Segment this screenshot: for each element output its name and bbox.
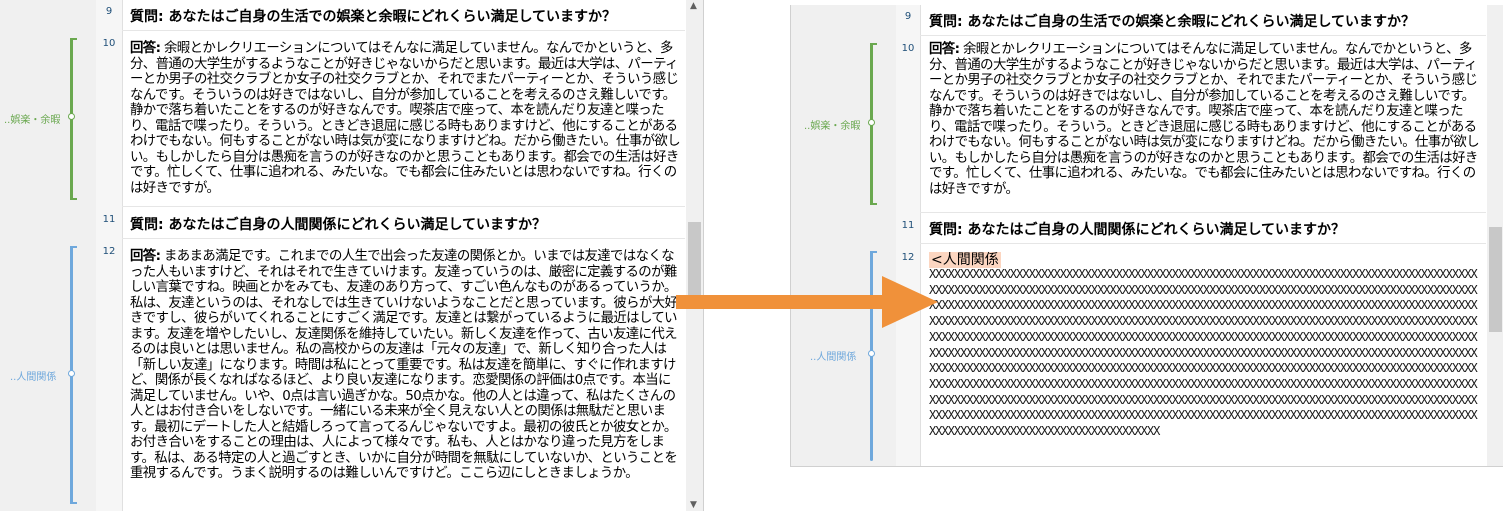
- code-stripe-bottom: [70, 502, 77, 504]
- question-11: 質問: あなたはご自身の人間関係にどれくらい満足していますか？: [130, 217, 547, 233]
- code-stripe-bottom: [70, 198, 77, 200]
- original-document-panel: 9 10 11 12 ..娯楽・余暇 ..人間関係 質問: あなたはご自身の生活…: [0, 0, 704, 511]
- answer-10: 回答: 余暇とかレクリエーションについてはそんなに満足していません。なんでかとい…: [130, 41, 681, 196]
- code-stripe-top: [870, 251, 877, 253]
- coding-stripe-area: [0, 0, 96, 511]
- line-number-gutter: [96, 0, 123, 511]
- code-tag-inline: <人間関係: [929, 252, 1001, 268]
- code-label-leisure[interactable]: ..娯楽・余暇: [804, 121, 861, 132]
- row-divider: [122, 30, 685, 31]
- code-stripe-top: [70, 246, 77, 248]
- code-label-leisure[interactable]: ..娯楽・余暇: [4, 115, 61, 126]
- line-number: 11: [102, 214, 116, 225]
- code-node-icon[interactable]: [868, 119, 875, 126]
- line-number: 12: [102, 246, 116, 257]
- code-label-relations[interactable]: ..人間関係: [810, 352, 857, 363]
- row-divider: [920, 35, 1486, 36]
- scroll-down-icon[interactable]: ▼: [690, 500, 697, 510]
- line-number: 11: [901, 220, 915, 231]
- code-stripe-top: [870, 43, 877, 45]
- scrollbar-thumb[interactable]: [1489, 227, 1502, 332]
- question-9: 質問: あなたはご自身の生活での娯楽と余暇にどれくらい満足していますか？: [130, 9, 617, 25]
- question-9: 質問: あなたはご自身の生活での娯楽と余暇にどれくらい満足していますか？: [929, 14, 1416, 30]
- row-divider: [122, 206, 685, 207]
- question-11: 質問: あなたはご自身の人間関係にどれくらい満足していますか？: [929, 222, 1346, 238]
- line-number: 12: [901, 252, 915, 263]
- line-number: 9: [105, 6, 113, 17]
- row-divider: [920, 212, 1486, 213]
- code-stripe-top: [70, 38, 77, 40]
- code-node-icon[interactable]: [68, 113, 75, 120]
- coding-stripe-area: [791, 5, 896, 466]
- masked-answer-12: XXXXXXXXXXXXXXXXXXXXXXXXXXXXXXXXXXXXXXXX…: [929, 267, 1478, 439]
- scrollbar-thumb[interactable]: [688, 222, 701, 302]
- line-number: 10: [901, 43, 915, 54]
- line-number: 10: [102, 38, 116, 49]
- answer-10: 回答: 余暇とかレクリエーションについてはそんなに満足していません。なんでかとい…: [929, 42, 1480, 197]
- line-number-gutter: [896, 5, 921, 466]
- code-label-relations[interactable]: ..人間関係: [10, 372, 57, 383]
- row-divider: [122, 238, 685, 239]
- code-node-icon[interactable]: [68, 370, 75, 377]
- line-number: 9: [904, 11, 912, 22]
- code-stripe-bottom: [870, 203, 877, 205]
- scroll-up-icon[interactable]: ▲: [690, 1, 697, 11]
- row-divider: [920, 243, 1486, 244]
- anonymized-document-panel: 9 10 11 12 ..娯楽・余暇 ..人間関係 質問: あなたはご自身の生活…: [790, 5, 1503, 467]
- code-node-icon[interactable]: [868, 350, 875, 357]
- transform-arrow-icon: [676, 276, 938, 328]
- answer-12: 回答: まあまあ満足です。これまでの人生で出会った友達の関係とか。いまでは友達で…: [130, 249, 678, 481]
